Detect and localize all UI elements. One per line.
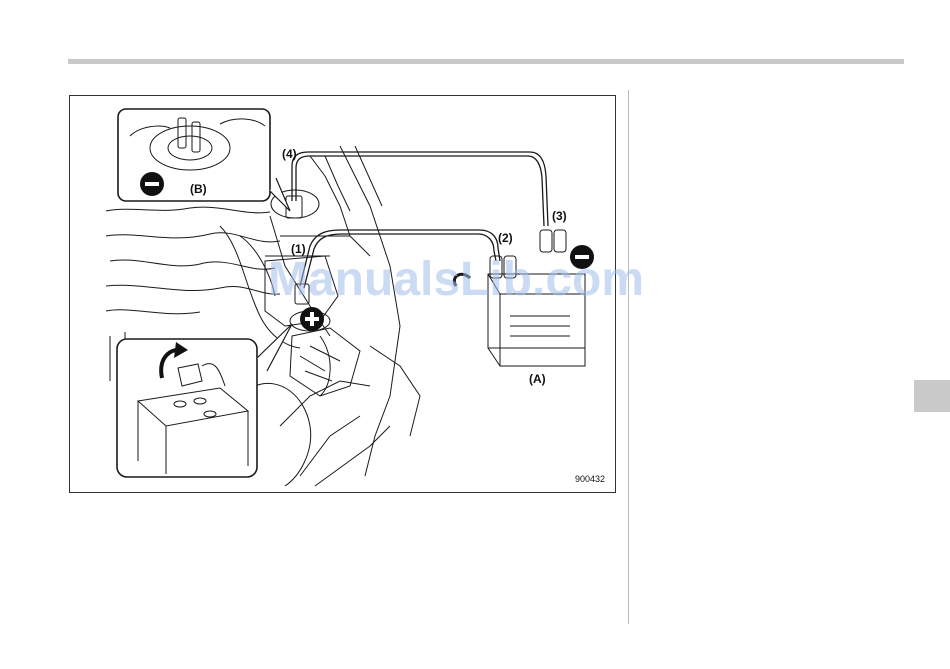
header-rule [68, 59, 904, 64]
label-4: (4) [282, 148, 297, 160]
column-divider [628, 90, 629, 624]
label-3: (3) [552, 210, 567, 222]
engine-outline [106, 207, 270, 213]
label-battery-a: (A) [529, 373, 546, 385]
label-ground-b: (B) [190, 183, 207, 195]
chapter-tab [914, 380, 950, 412]
label-2: (2) [498, 232, 513, 244]
watermark: ManualsLib.com [268, 252, 644, 307]
figure-code: 900432 [575, 474, 605, 484]
